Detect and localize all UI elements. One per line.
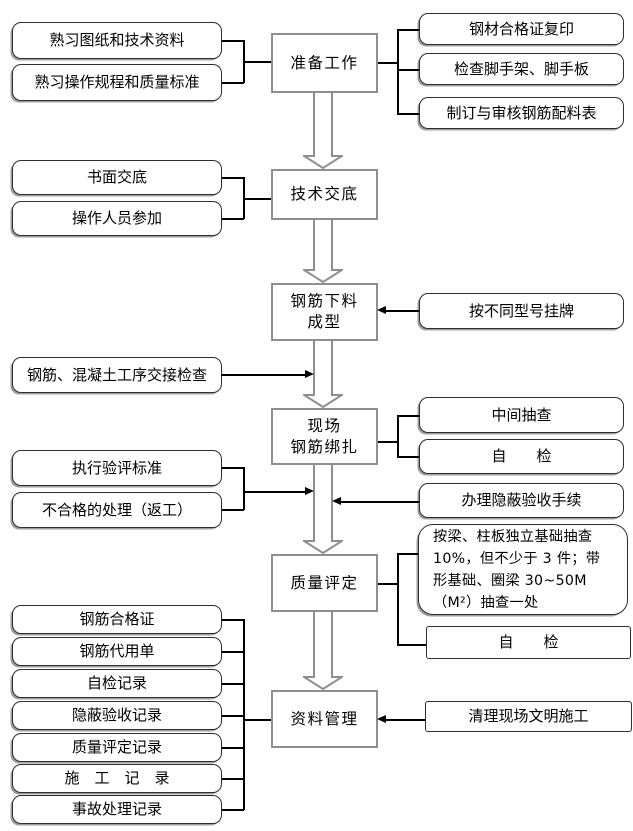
arrowhead-standards [305, 487, 314, 495]
arrowhead-handover [305, 370, 314, 378]
side-box-accident-record: 事故处理记录 [12, 795, 222, 824]
arrowhead-type-tagging [377, 306, 386, 314]
side-box-written-disclosure: 书面交底 [12, 160, 222, 195]
connector-r1r-stub-c [397, 113, 419, 115]
connector-r2l-stub-a [222, 177, 244, 179]
connector-r4r-main [378, 441, 398, 443]
side-box-self-check-record: 自检记录 [12, 669, 222, 698]
side-box-spot-check-rule: 按梁、柱板独立基础抽查 10%，但不少于 3 件；带 形基础、圈梁 30~50M… [418, 524, 628, 615]
side-box-scaffold-check: 检查脚手架、脚手板 [419, 53, 624, 85]
connector-concealed-line [341, 501, 419, 503]
flow-step-preparation: 准备工作 [271, 33, 378, 93]
connector-handover-line [221, 374, 306, 376]
connector-r5r-stub-b [397, 644, 426, 646]
side-box-type-tagging: 按不同型号挂牌 [419, 293, 624, 329]
side-box-rebar-substitution-sheet: 钢筋代用单 [12, 637, 222, 666]
flow-arrow-down-4 [303, 465, 343, 554]
side-box-familiarize-drawings: 熟习图纸和技术资料 [12, 22, 222, 59]
connector-r6l-stub-3 [222, 683, 244, 685]
side-box-self-check-2: 自 检 [426, 626, 631, 659]
side-box-quality-rating-record: 质量评定记录 [12, 733, 222, 762]
connector-r6l-stub-6 [222, 778, 244, 780]
connector-r1l-stub-b [222, 82, 244, 84]
connector-r1r-vert [397, 29, 399, 114]
connector-r6l-vert [243, 619, 245, 810]
side-box-operators-participate: 操作人员参加 [12, 201, 222, 236]
connector-r5r-vert [397, 553, 399, 645]
flow-step-document-management: 资料管理 [271, 690, 378, 748]
side-box-construction-record: 施 工 记 录 [12, 764, 222, 793]
connector-r6l-stub-5 [222, 747, 244, 749]
connector-r1l-main [243, 61, 271, 63]
connector-r6l-stub-4 [222, 715, 244, 717]
connector-r4r-stub-b [397, 456, 419, 458]
side-box-concealed-acceptance-record: 隐蔽验收记录 [12, 701, 222, 730]
connector-r5r-main [378, 583, 398, 585]
connector-r5l-vert [243, 467, 245, 510]
flow-arrow-down-3 [303, 341, 343, 408]
connector-r5l-stub-b [222, 509, 244, 511]
connector-r2l-main [243, 198, 271, 200]
connector-r4r-stub-a [397, 415, 419, 417]
flow-step-quality-assessment: 质量评定 [271, 554, 378, 612]
connector-r6l-stub-7 [222, 809, 244, 811]
side-box-process-handover-check: 钢筋、混凝土工序交接检查 [12, 357, 222, 393]
connector-r4r-vert [397, 415, 399, 458]
connector-r6l-stub-1 [222, 619, 244, 621]
side-box-concealed-acceptance-procedure: 办理隐蔽验收手续 [419, 483, 624, 518]
flow-arrow-down-1 [303, 93, 343, 169]
connector-r6l-stub-2 [222, 651, 244, 653]
side-box-rebar-certificate: 钢筋合格证 [12, 605, 222, 634]
side-box-implement-standards: 执行验评标准 [12, 450, 222, 486]
side-box-interim-spot-check: 中间抽查 [419, 397, 624, 433]
flow-step-site-tying: 现场 钢筋绑扎 [271, 408, 378, 465]
side-box-self-check-1: 自 检 [419, 439, 624, 474]
connector-r1l-stub-a [222, 40, 244, 42]
connector-r2l-stub-b [222, 218, 244, 220]
side-box-steel-certificate-copy: 钢材合格证复印 [419, 13, 624, 45]
arrowhead-cleanup [377, 715, 386, 723]
flow-step-tech-disclosure: 技术交底 [271, 169, 378, 220]
connector-cleanup-line [384, 719, 425, 721]
connector-r5l-line [243, 491, 306, 493]
flow-arrow-down-2 [303, 220, 343, 283]
side-box-rework-handling: 不合格的处理（返工） [12, 492, 222, 528]
connector-r1r-main [378, 62, 398, 64]
side-box-site-cleanup: 清理现场文明施工 [425, 701, 632, 732]
connector-r5l-stub-a [222, 467, 244, 469]
arrowhead-concealed [332, 497, 341, 505]
flow-arrow-down-5 [303, 612, 343, 690]
connector-r1r-stub-b [397, 69, 419, 71]
connector-r5r-stub-a [397, 553, 418, 555]
connector-r1r-stub-a [397, 29, 419, 31]
side-box-familiarize-procedures: 熟习操作规程和质量标准 [12, 64, 222, 101]
connector-type-tagging-line [385, 310, 419, 312]
side-box-batching-list-review: 制订与审核钢筋配料表 [419, 97, 624, 129]
connector-r6l-main [243, 719, 271, 721]
flow-step-rebar-cutting: 钢筋下料 成型 [271, 283, 378, 341]
